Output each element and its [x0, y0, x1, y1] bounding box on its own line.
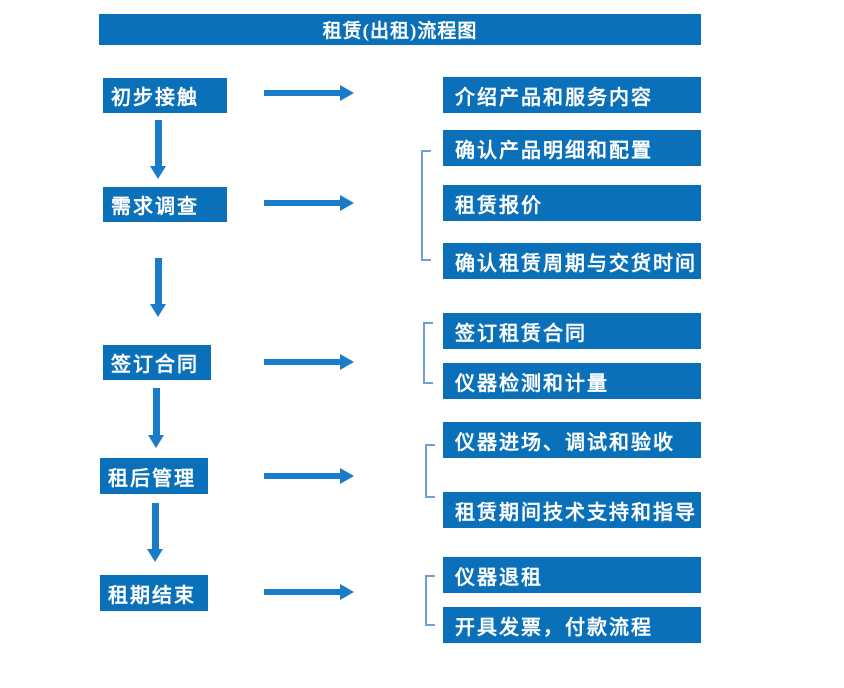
page-title: 租赁(出租)流程图: [99, 14, 701, 45]
step-box-post-rental-management: 租后管理: [100, 458, 208, 494]
detail-box: 仪器进场、调试和验收: [443, 422, 701, 458]
detail-box: 确认租赁周期与交货时间: [443, 243, 701, 279]
flow-arrow-down-icon: [150, 120, 166, 179]
flow-arrow-down-icon: [148, 388, 164, 448]
group-bracket: [421, 150, 431, 261]
detail-box: 仪器退租: [443, 557, 701, 593]
group-bracket: [425, 575, 435, 626]
step-box-lease-end: 租期结束: [100, 575, 208, 611]
flow-arrow-right-icon: [264, 584, 354, 600]
detail-box: 签订租赁合同: [443, 313, 701, 349]
detail-box: 租赁报价: [443, 185, 701, 221]
detail-box: 租赁期间技术支持和指导: [443, 492, 701, 528]
detail-box: 开具发票，付款流程: [443, 607, 701, 643]
flow-arrow-down-icon: [147, 503, 163, 562]
detail-box: 确认产品明细和配置: [443, 130, 701, 166]
group-bracket: [423, 322, 433, 384]
detail-box: 仪器检测和计量: [443, 363, 701, 399]
flow-arrow-right-icon: [264, 354, 354, 370]
step-box-sign-contract: 签订合同: [103, 345, 211, 380]
step-box-demand-survey: 需求调查: [103, 187, 227, 222]
flow-arrow-right-icon: [264, 195, 354, 211]
detail-box: 介绍产品和服务内容: [443, 77, 701, 113]
step-box-initial-contact: 初步接触: [103, 78, 227, 113]
group-bracket: [425, 444, 435, 498]
flow-arrow-right-icon: [264, 468, 354, 484]
flow-arrow-right-icon: [264, 85, 354, 101]
flow-arrow-down-icon: [150, 258, 166, 317]
